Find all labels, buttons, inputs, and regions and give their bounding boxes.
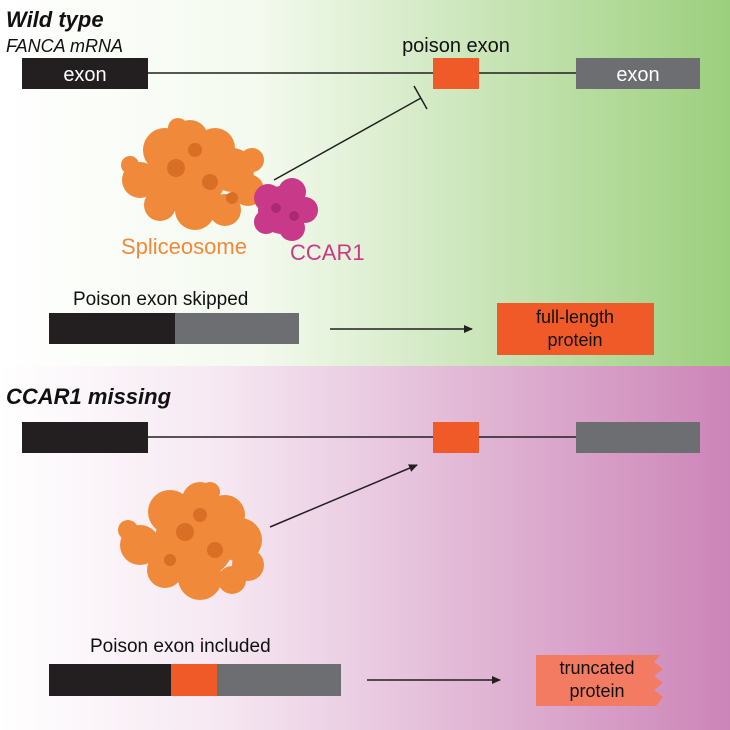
- truncated-protein-box: [536, 655, 663, 706]
- spliceosome-icon: [121, 118, 264, 230]
- exon-right: [576, 58, 700, 89]
- ccar1-icon: [254, 178, 318, 241]
- arrow-icon: [269, 464, 418, 528]
- spliceosome-icon: [118, 482, 264, 600]
- spliceosome-label: Spliceosome: [121, 234, 247, 259]
- full-length-protein-label-line1: full-length: [536, 307, 614, 327]
- mrna-label: FANCA mRNA: [6, 36, 123, 56]
- wild-type-title: Wild type: [6, 7, 104, 32]
- poison-exon: [433, 58, 479, 89]
- exon-left-2: [22, 422, 148, 453]
- ccar1-missing-title: CCAR1 missing: [6, 384, 172, 409]
- included-exon-dark: [49, 664, 171, 696]
- truncated-protein-label-line2: protein: [569, 681, 624, 701]
- poison-exon-label: poison exon: [402, 35, 510, 57]
- exon-right-2: [576, 422, 700, 453]
- exon-left: [22, 58, 148, 89]
- included-poison-exon: [171, 664, 217, 696]
- exon-right-label: exon: [616, 64, 659, 86]
- spliced-exon-gray: [175, 313, 299, 344]
- included-exon-gray: [217, 664, 341, 696]
- poison-exon-2: [433, 422, 479, 453]
- ccar1-label: CCAR1: [290, 240, 365, 265]
- full-length-protein-label-line2: protein: [547, 330, 602, 350]
- ccar1-missing-panel: CCAR1 missing Poison exon: [0, 366, 730, 730]
- truncated-protein-label-line1: truncated: [559, 658, 634, 678]
- spliced-exon-dark: [49, 313, 175, 344]
- full-length-protein-box: [497, 303, 654, 355]
- ccar1-missing-outcome-label: Poison exon included: [90, 636, 271, 657]
- wild-type-outcome-label: Poison exon skipped: [73, 289, 248, 310]
- inhibition-arrow-icon: [273, 85, 428, 181]
- wild-type-panel: Wild type FANCA mRNA exon poison exon ex…: [0, 0, 730, 366]
- exon-left-label: exon: [63, 64, 106, 86]
